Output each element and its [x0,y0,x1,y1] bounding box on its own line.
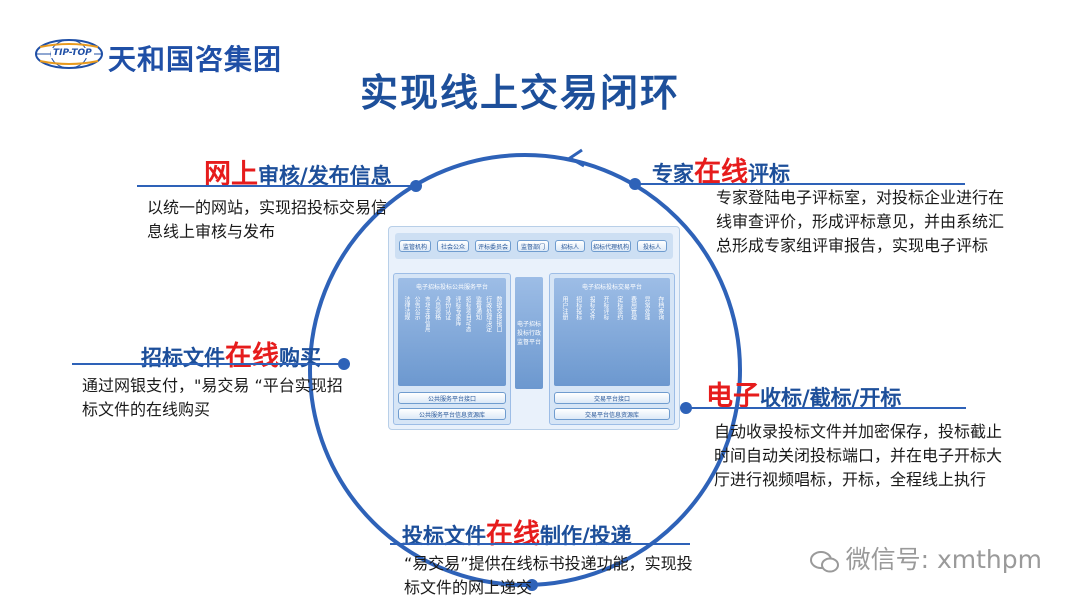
platform-column: 用户注册 [561,296,568,320]
platform-column: 评标专家库 [454,296,462,326]
section-review-desc: 以统一的网站，实现招投标交易信息线上审核与发布 [147,198,388,241]
platform-column: 监督通知 [474,296,482,320]
section-purchase-desc: 通过网银支付，"易交易 “平台实现招标文件的在线购买 [82,376,343,419]
produce-highlight: 在线 [486,519,540,550]
public-platform-resource: 公共服务平台信息资源库 [398,408,506,420]
produce-underline [390,543,690,545]
purchase-before: 招标文件 [141,346,225,370]
trading-platform-interface: 交易平台接口 [554,392,670,404]
platform-column: 存档查询 [656,296,664,320]
platform-column: 行政处理决定 [484,296,492,332]
expert-underline [635,183,965,185]
watermark-text: 微信号: xmthpm [845,545,1042,574]
platform-column: 定标签约 [615,296,623,320]
expert-highlight: 在线 [694,157,748,188]
platform-column: 异常处理 [643,296,651,320]
purchase-underline [72,363,344,365]
stakeholder-box: 投标人 [637,240,667,252]
review-underline [137,185,417,187]
section-electronic-desc: 自动收录投标文件并加密保存，投标截止时间自动关闭投标端口，并在电子开标大厅进行视… [714,422,1003,489]
stakeholder-box: 招标人 [555,240,585,252]
circle-dot-produce [526,579,538,591]
platform-column: 投标文件 [588,296,596,320]
trading-platform-columns: 用户注册 招标投标 投标文件 开标评标 定标签约 费用管理 异常处理 存档查询 [560,296,664,382]
platform-column: 市场主体信用 [423,296,431,332]
circle-dot-purchase [338,358,350,370]
section-produce-title: 投标文件在线制作/投递 [402,512,632,551]
section-purchase-title: 招标文件在线购买 [141,334,321,373]
section-electronic-title: 电子收标/截标/开标 [706,374,901,413]
review-highlight: 网上 [204,159,258,190]
platform-column: 公告公示 [413,296,421,320]
company-logo: TIP-TOP [34,38,104,70]
trading-platform: 电子招标投标交易平台 用户注册 招标投标 投标文件 开标评标 定标签约 费用管理… [549,273,675,425]
trading-platform-resource: 交易平台信息资源库 [554,408,670,420]
trading-platform-title: 电子招标投标交易平台 [581,283,642,291]
platform-column: 身份认证 [443,296,451,320]
expert-before: 专家 [652,162,694,186]
supervision-platform: 电子招标投标行政监督平台 [515,277,543,389]
review-rest: 审核/发布信息 [258,164,392,188]
cycle-arrow-icon [567,148,585,168]
stakeholder-row: 监管机构 社会公众 评标委员会 监督部门 招标人 招标代理机构 投标人 [395,233,673,259]
public-platform-title: 电子招标投标公共服务平台 [415,283,488,291]
stakeholder-box: 监督部门 [517,240,549,252]
electronic-rest: 收标/截标/开标 [760,386,902,410]
section-review-title: 网上审核/发布信息 [204,152,392,191]
wechat-icon [809,550,840,573]
platform-column: 数据交换接口 [494,296,502,332]
purchase-highlight: 在线 [225,341,279,372]
electronic-underline [686,407,966,409]
platform-diagram: 监管机构 社会公众 评标委员会 监督部门 招标人 招标代理机构 投标人 电子招标… [388,226,680,430]
stakeholder-box: 招标代理机构 [591,240,631,252]
company-name: 天和国咨集团 [108,43,283,76]
electronic-highlight: 电子 [706,381,760,412]
platform-column: 费用管理 [629,296,637,320]
page-title: 实现线上交易闭环 [360,71,681,115]
public-service-platform: 电子招标投标公共服务平台 法律法规 公告公示 市场主体信用 人员资格 身份认证 … [393,273,511,425]
section-expert-title: 专家在线评标 [652,150,790,189]
platform-column: 开标评标 [602,296,610,320]
expert-after: 评标 [748,162,790,186]
platform-column: 法律法规 [403,296,410,320]
purchase-after: 购买 [279,346,321,370]
section-expert-desc: 专家登陆电子评标室，对投标企业进行在线审查评价，形成评标意见，并由系统汇总形成专… [716,188,1005,255]
platform-column: 招标投标 [574,296,582,320]
logo-text: TIP-TOP [51,48,94,58]
wechat-watermark: 微信号: xmthpm [809,540,1042,576]
stakeholder-box: 监管机构 [399,240,431,252]
platform-column: 人员资格 [433,296,441,320]
stakeholder-box: 评标委员会 [475,240,511,252]
section-produce-desc: “易交易”提供在线标书投递功能，实现投标文件的网上递交 [404,554,693,597]
platform-column: 招标项目动态 [464,296,472,332]
public-platform-interface: 公共服务平台接口 [398,392,506,404]
stakeholder-box: 社会公众 [437,240,469,252]
public-platform-columns: 法律法规 公告公示 市场主体信用 人员资格 身份认证 评标专家库 招标项目动态 … [402,296,502,382]
